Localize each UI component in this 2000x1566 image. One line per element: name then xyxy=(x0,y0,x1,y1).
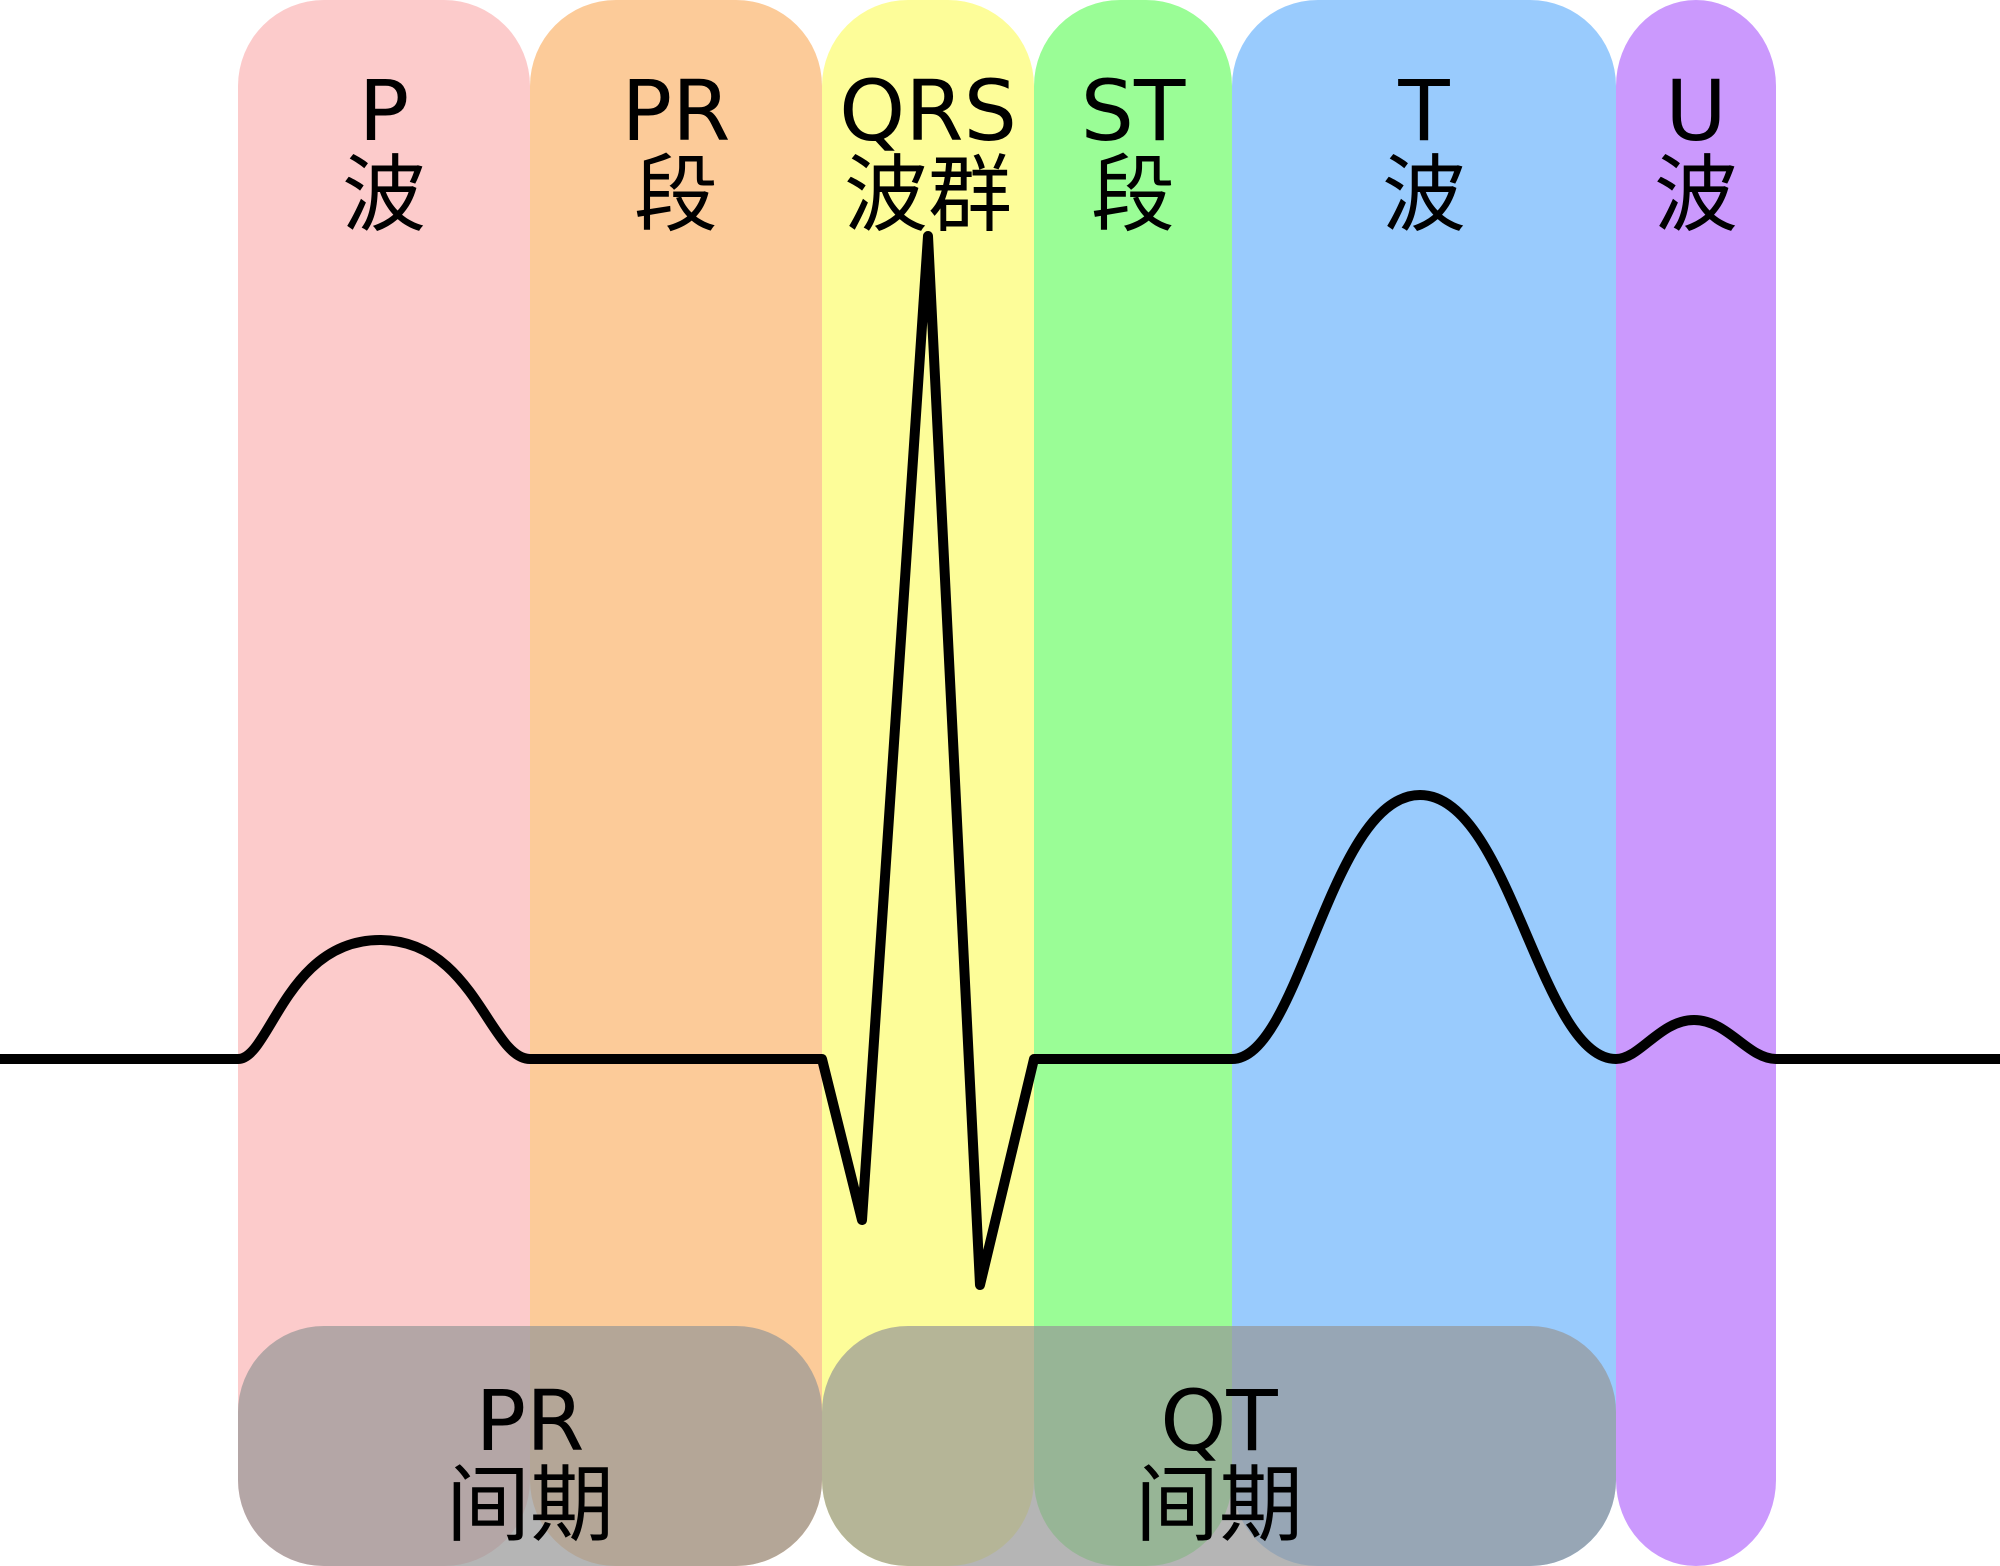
label-pr-interval-line1: PR xyxy=(475,1372,584,1470)
band-t-wave xyxy=(1232,0,1616,1566)
label-pr-segment-line2: 段 xyxy=(634,146,718,244)
band-pr-segment xyxy=(530,0,822,1566)
label-u-wave-line1: U xyxy=(1665,62,1726,160)
label-st-segment-line1: ST xyxy=(1081,62,1186,160)
band-p-wave xyxy=(238,0,530,1566)
interval-pr-box xyxy=(238,1326,822,1566)
band-labels: P 波 PR 段 QRS 波群 ST 段 T 波 U 波 xyxy=(342,62,1738,244)
band-qrs-complex xyxy=(822,0,1034,1566)
label-p-wave-line2: 波 xyxy=(342,146,426,244)
label-qt-interval-line1: QT xyxy=(1160,1372,1278,1470)
label-t-wave-line2: 波 xyxy=(1382,146,1466,244)
interval-overlays xyxy=(238,1326,1616,1566)
label-qrs-complex-line1: QRS xyxy=(839,62,1017,160)
label-u-wave-line2: 波 xyxy=(1654,146,1738,244)
interval-qt-box xyxy=(822,1326,1616,1566)
interval-labels: PR 间期 QT 间期 xyxy=(446,1372,1303,1554)
label-t-wave-line1: T xyxy=(1397,62,1450,160)
wave-bands xyxy=(238,0,1776,1566)
label-qrs-complex-line2: 波群 xyxy=(844,146,1012,244)
label-pr-segment-line1: PR xyxy=(621,62,730,160)
ecg-trace xyxy=(0,231,2000,1290)
label-st-segment-line2: 段 xyxy=(1091,146,1175,244)
label-p-wave-line1: P xyxy=(359,62,410,160)
label-qt-interval-line2: 间期 xyxy=(1135,1456,1303,1554)
band-u-wave xyxy=(1616,0,1776,1566)
band-st-segment xyxy=(1034,0,1232,1566)
label-pr-interval-line2: 间期 xyxy=(446,1456,614,1554)
